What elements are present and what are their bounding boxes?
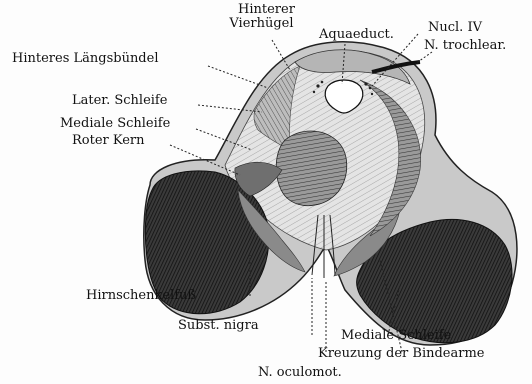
red-nucleus <box>276 131 347 206</box>
label-kreuzung-der-bindearme: Kreuzung der Bindearme <box>318 347 485 361</box>
label-vierhuegel-line2: Vierhügel <box>228 17 295 31</box>
label-mediale-schleife-left: Mediale Schleife <box>60 117 170 131</box>
label-n-trochlear: N. trochlear. <box>424 39 506 53</box>
label-aquaeduct: Aquaeduct. <box>319 28 394 42</box>
label-hinterer-line1: Hinterer <box>238 3 295 17</box>
label-subst-nigra: Subst. nigra <box>178 319 259 333</box>
label-mediale-schleife-right: Mediale Schleife <box>341 329 451 343</box>
label-n-oculomot: N. oculomot. <box>258 366 342 380</box>
label-hinteres-laengsbuendel: Hinteres Längsbündel <box>12 52 159 66</box>
label-roter-kern: Roter Kern <box>72 134 145 148</box>
label-later-schleife: Later. Schleife <box>72 94 167 108</box>
label-hirnschenkelfuss: Hirnschenkelfuß <box>86 289 196 303</box>
label-hinterer-vierhuegel: Hinterer Vierhügel <box>238 3 295 31</box>
label-nucl-iv: Nucl. IV <box>428 21 482 35</box>
